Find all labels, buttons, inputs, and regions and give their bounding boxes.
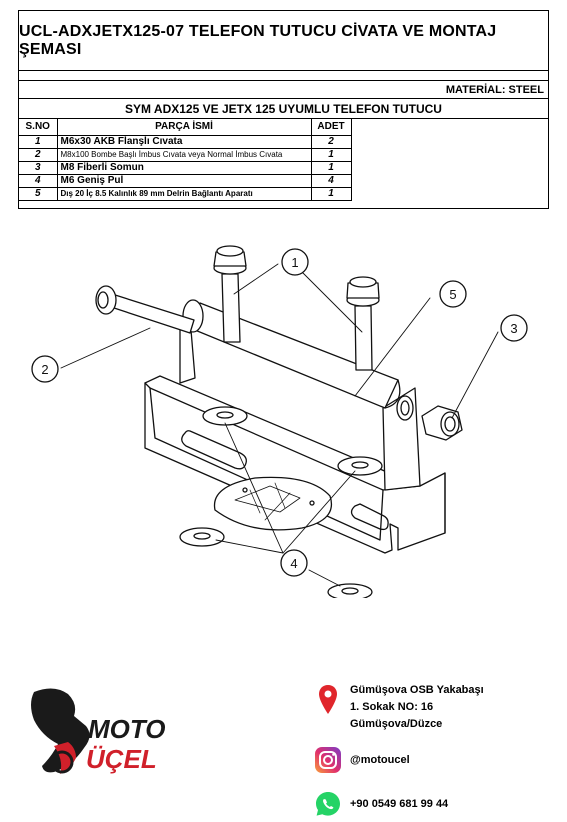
instagram-icon xyxy=(315,747,341,773)
phone-number[interactable]: +90 0549 681 99 44 xyxy=(350,798,449,810)
document-subtitle: SYM ADX125 VE JETX 125 UYUMLU TELEFON TU… xyxy=(19,99,548,119)
callout-1-label: 1 xyxy=(291,255,298,270)
header-qty: ADET xyxy=(310,119,352,136)
fiber-nut xyxy=(421,405,463,441)
address-line-3: Gümüşova/Düzce xyxy=(350,718,443,730)
row-no: 3 xyxy=(19,161,58,175)
table-row: 1 M6x30 AKB Flanşlı Cıvata 2 xyxy=(19,135,548,149)
flange-bolt-right xyxy=(346,276,380,371)
callout-2: 2 xyxy=(31,355,59,383)
row-no: 5 xyxy=(19,187,58,201)
flange-bolt-left xyxy=(213,245,247,343)
row-qty: 1 xyxy=(310,161,351,175)
row-part-name: M6x30 AKB Flanşlı Cıvata xyxy=(56,135,312,149)
callout-3-label: 3 xyxy=(510,321,517,336)
moto-ucel-logo: MOTO ÜÇEL xyxy=(31,688,166,774)
mount-disk xyxy=(213,476,332,531)
row-part-name: M8x100 Bombe Başlı İmbus Cıvata veya Nor… xyxy=(56,148,312,162)
brand-line-2: ÜÇEL xyxy=(86,744,157,774)
assembly-drawing: 1 2 3 4 5 xyxy=(31,245,528,598)
table-row: 5 Dış 20 İç 8.5 Kalınlık 89 mm Delrin Ba… xyxy=(19,187,548,201)
whatsapp-icon xyxy=(316,792,340,816)
brand-line-1: MOTO xyxy=(88,714,166,744)
callout-5: 5 xyxy=(439,280,467,308)
row-qty: 4 xyxy=(310,174,351,188)
long-bolt xyxy=(95,285,195,334)
table-row: 3 M8 Fiberli Somun 1 xyxy=(19,161,548,175)
row-part-name: Dış 20 İç 8.5 Kalınlık 89 mm Delrin Bağl… xyxy=(56,187,312,201)
header-spacer xyxy=(19,71,548,81)
parts-sheet: UCL-ADXJETX125-07 TELEFON TUTUCU CİVATA … xyxy=(18,10,549,209)
row-qty: 1 xyxy=(310,148,351,162)
parts-table: S.NO PARÇA İSMİ ADET 1 M6x30 AKB Flanşlı… xyxy=(19,119,548,201)
address-line-1: Gümüşova OSB Yakabaşı xyxy=(350,684,484,696)
blank-cell xyxy=(350,119,548,201)
row-no: 4 xyxy=(19,174,58,188)
row-part-name: M8 Fiberli Somun xyxy=(56,161,312,175)
callout-2-label: 2 xyxy=(41,362,48,377)
document-title: UCL-ADXJETX125-07 TELEFON TUTUCU CİVATA … xyxy=(19,11,548,71)
leader-lines xyxy=(60,263,499,587)
callout-1: 1 xyxy=(281,248,309,276)
location-pin-icon xyxy=(319,685,337,714)
callout-4-label: 4 xyxy=(290,556,297,571)
material-label: MATERİAL: STEEL xyxy=(19,81,548,99)
table-header-row: S.NO PARÇA İSMİ ADET xyxy=(19,119,548,201)
delrin-tube xyxy=(182,299,401,409)
callout-3: 3 xyxy=(500,314,528,342)
row-no: 1 xyxy=(19,135,58,149)
address-line-2: 1. Sokak NO: 16 xyxy=(350,701,434,713)
row-part-name: M6 Geniş Pul xyxy=(56,174,312,188)
row-no: 2 xyxy=(19,148,58,162)
row-qty: 2 xyxy=(310,135,351,149)
instagram-handle[interactable]: @motoucel xyxy=(350,754,410,766)
washers xyxy=(179,406,383,598)
header-part-name: PARÇA İSMİ xyxy=(56,119,312,136)
header-sno: S.NO xyxy=(19,119,58,136)
rider-silhouette-icon xyxy=(31,688,90,774)
callout-4: 4 xyxy=(280,549,308,577)
callout-5-label: 5 xyxy=(449,287,456,302)
row-qty: 1 xyxy=(310,187,351,201)
